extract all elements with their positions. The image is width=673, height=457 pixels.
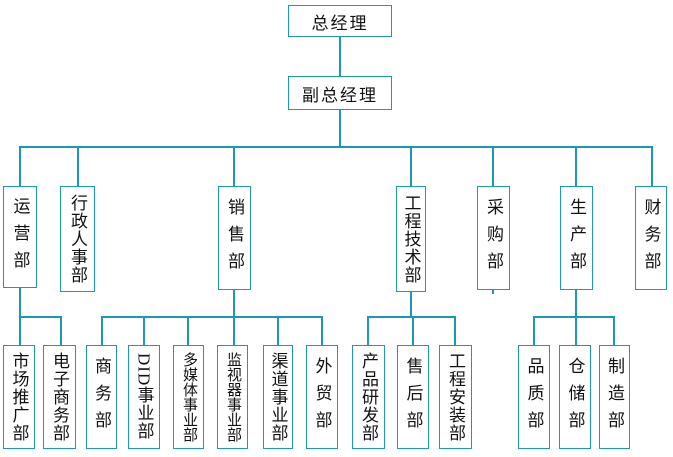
node-sales-dept: 销售部 <box>218 186 251 290</box>
node-business-dept: 商务部 <box>86 345 117 449</box>
connector-line <box>367 316 456 318</box>
connector-line <box>19 316 62 318</box>
connector-line <box>339 110 341 146</box>
connector-line <box>410 292 412 316</box>
connector-line <box>367 316 369 345</box>
connector-line <box>613 316 615 345</box>
node-channel-division: 渠道事业部 <box>263 345 293 449</box>
connector-line <box>492 146 494 186</box>
node-production-dept: 生产部 <box>560 186 593 290</box>
node-manufacturing-dept: 制造部 <box>599 345 630 449</box>
connector-line <box>101 316 103 345</box>
connector-line <box>60 316 62 345</box>
connector-line <box>533 316 535 345</box>
node-finance-dept: 财务部 <box>635 186 667 290</box>
connector-line <box>410 146 412 186</box>
connector-line <box>187 316 189 345</box>
node-product-rd-dept: 产品研发部 <box>352 345 385 449</box>
node-marketing-promotion-dept: 市场推广部 <box>3 345 35 449</box>
connector-line <box>233 146 235 186</box>
connector-line <box>77 146 79 186</box>
connector-line <box>143 316 145 345</box>
connector-line <box>651 146 653 186</box>
connector-line <box>19 146 21 186</box>
node-foreign-trade-dept: 外贸部 <box>306 345 338 449</box>
connector-line <box>575 146 577 186</box>
connector-line <box>101 316 323 318</box>
node-monitor-division: 监视器事业部 <box>217 345 248 449</box>
connector-line <box>277 316 279 345</box>
node-after-sales-dept: 售后部 <box>397 345 429 449</box>
connector-line <box>454 316 456 345</box>
node-multimedia-division: 多媒体事业部 <box>173 345 204 449</box>
node-general-manager: 总经理 <box>288 5 392 37</box>
connector-line <box>533 316 615 318</box>
node-ecommerce-dept: 电子商务部 <box>43 345 76 449</box>
connector-line <box>412 316 414 345</box>
node-engineering-installation-dept: 工程安装部 <box>439 345 472 449</box>
node-admin-hr-dept: 行政人事部 <box>60 186 95 292</box>
connector-line <box>321 316 323 345</box>
node-operations-dept: 运营部 <box>3 186 37 288</box>
node-engineering-tech-dept: 工程技术部 <box>396 186 426 292</box>
node-deputy-general-manager: 副总经理 <box>288 76 392 110</box>
node-purchasing-dept: 采购部 <box>477 186 510 290</box>
connector-line <box>339 37 341 76</box>
node-quality-dept: 品质部 <box>518 345 550 449</box>
connector-line <box>492 290 494 294</box>
node-warehouse-dept: 仓储部 <box>559 345 591 449</box>
node-did-division: DID事业部 <box>128 345 160 449</box>
connector-line <box>19 146 653 148</box>
